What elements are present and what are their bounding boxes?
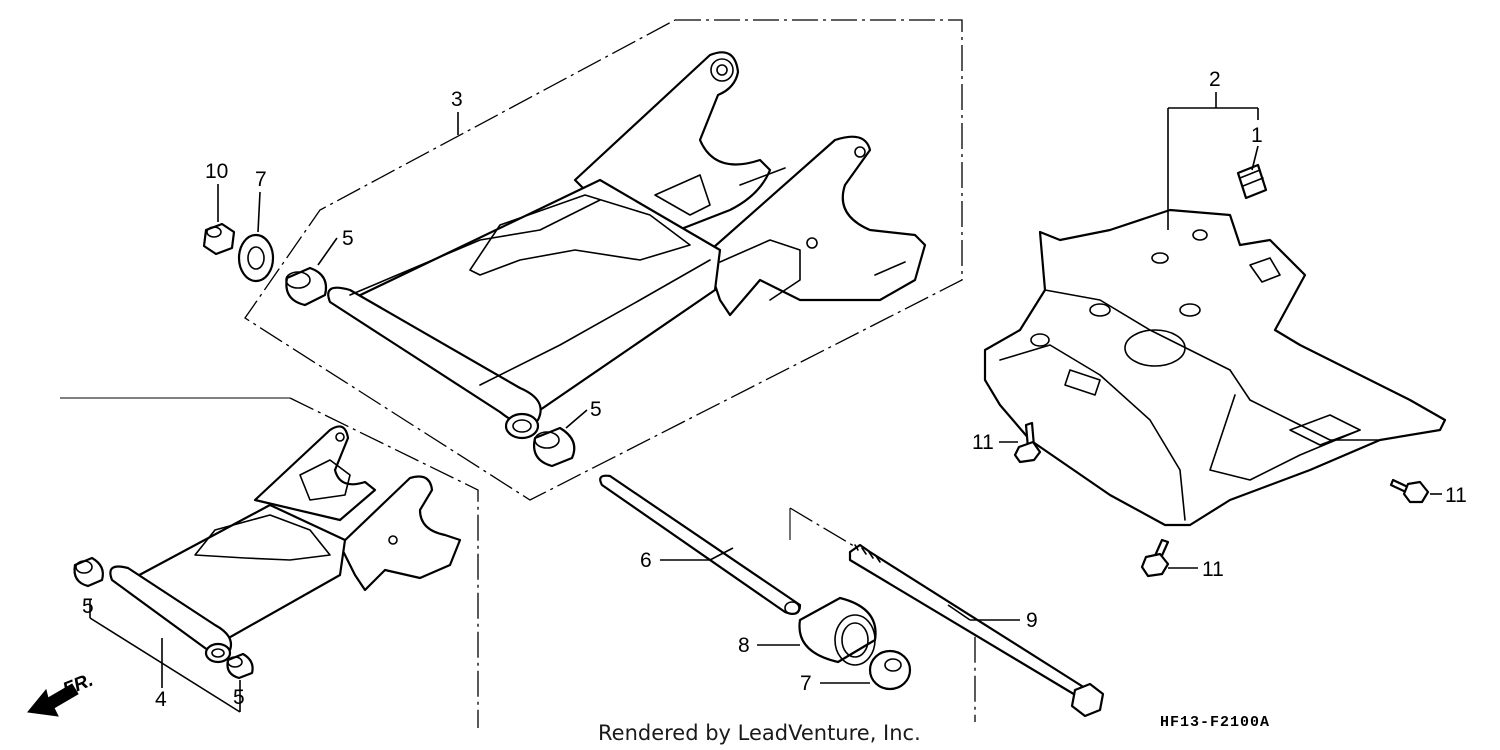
credit-text: Rendered by LeadVenture, Inc.: [598, 721, 921, 745]
flange-nut-10[interactable]: [202, 222, 236, 256]
callout-9: 9: [1026, 609, 1038, 632]
callout-2: 2: [1209, 68, 1221, 91]
callout-11-right: 11: [1445, 484, 1467, 507]
callout-5-sub-right: 5: [233, 686, 245, 709]
bushing-8[interactable]: [798, 596, 877, 666]
diagram-code: HF13-F2100A: [1160, 714, 1270, 731]
collar-sub-right[interactable]: [226, 652, 254, 680]
callout-4: 4: [155, 688, 167, 711]
callout-11-bottom: 11: [1202, 558, 1224, 581]
callout-1: 1: [1251, 124, 1263, 147]
collar-lower[interactable]: [533, 426, 576, 468]
callout-5-upper: 5: [342, 227, 354, 250]
callout-6: 6: [640, 549, 652, 572]
collar-upper[interactable]: [285, 266, 328, 307]
callout-labels: 3 10 7 5 5 2 1 11 11 11 6 9 8 7 5 4 5: [82, 68, 1467, 711]
callout-10: 10: [205, 160, 228, 183]
callout-3: 3: [451, 88, 463, 111]
callout-5-sub-left: 5: [82, 595, 94, 618]
front-direction-arrow: FR.: [27, 670, 96, 717]
cushion-1[interactable]: [1236, 163, 1268, 200]
pivot-bolt-9[interactable]: [848, 543, 1105, 718]
washer-7-upper[interactable]: [237, 233, 275, 283]
callout-7-lower: 7: [800, 672, 812, 695]
bolt-11-left[interactable]: [1013, 421, 1042, 464]
callout-5-lower: 5: [590, 398, 602, 421]
front-label: FR.: [60, 670, 96, 701]
bolt-11-bottom[interactable]: [1140, 538, 1170, 578]
leader-lines: [89, 92, 1442, 713]
callout-11-left: 11: [972, 431, 994, 454]
washer-7-lower[interactable]: [868, 649, 912, 691]
bolt-11-right[interactable]: [1389, 478, 1430, 504]
pivot-pipe-6[interactable]: [599, 474, 802, 615]
swingarm-sub[interactable]: [109, 425, 462, 664]
collar-sub-left[interactable]: [73, 556, 104, 588]
callout-8: 8: [738, 634, 750, 657]
skid-plate-2[interactable]: [983, 208, 1447, 527]
callout-7-upper: 7: [255, 168, 267, 191]
swingarm-main[interactable]: [327, 51, 927, 440]
